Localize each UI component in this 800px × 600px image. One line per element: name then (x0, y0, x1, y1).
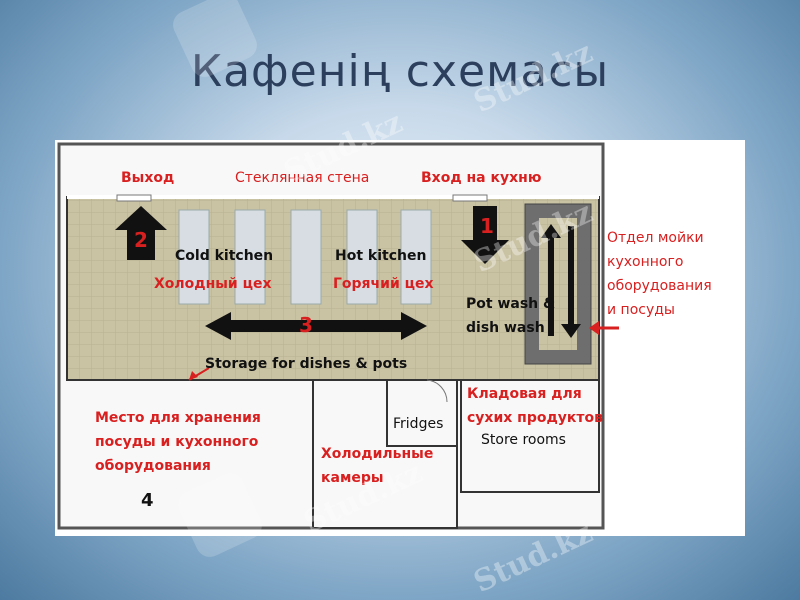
exit-arrow (115, 206, 167, 260)
marker-3: 3 (299, 313, 313, 337)
cold-station-1 (178, 209, 210, 305)
cold-chambers-label-2: камеры (321, 470, 384, 486)
hot-kitchen-en-label: Hot kitchen (335, 248, 427, 264)
cold-station-2 (234, 209, 266, 305)
marker-4: 4 (141, 490, 154, 511)
pot-wash-label-2: dish wash (466, 320, 545, 336)
entrance-door (452, 194, 488, 202)
storage-en-label: Storage for dishes & pots (205, 356, 408, 372)
dry-storage-label-2: сухих продуктов (467, 410, 604, 426)
floor-plan: Выход Стеклянная стена Вход на кухню 2 1… (55, 140, 745, 536)
exit-label: Выход (121, 170, 175, 186)
floor-plan-drawing (57, 142, 619, 530)
marker-2: 2 (134, 228, 148, 252)
marker-1: 1 (480, 214, 494, 238)
center-station (290, 209, 322, 305)
dry-storage-label-1: Кладовая для (467, 386, 582, 402)
cold-kitchen-en-label: Cold kitchen (175, 248, 274, 264)
store-rooms-label: Store rooms (481, 432, 566, 448)
cold-chambers-label-1: Холодильные (321, 446, 434, 462)
storage-ru-label-2: посуды и кухонного (95, 434, 259, 450)
hot-station-2 (400, 209, 432, 305)
wash-dept-label-2: кухонного (607, 254, 684, 270)
pot-wash-label-1: Pot wash & (466, 296, 556, 312)
store-rooms (460, 379, 600, 493)
entrance-arrow (461, 206, 509, 264)
hot-station-1 (346, 209, 378, 305)
slide-title: Кафенің схемасы (190, 46, 610, 97)
fridges-label: Fridges (393, 416, 444, 432)
fridges-room (386, 379, 458, 447)
store-door (426, 379, 448, 403)
glass-wall-label: Стеклянная стена (235, 170, 370, 186)
storage-ru-label-3: оборудования (95, 458, 211, 474)
wash-dept-label-4: и посуды (607, 302, 675, 318)
kitchen-entrance-label: Вход на кухню (421, 170, 542, 186)
wash-dept-label-3: оборудования (607, 278, 712, 294)
storage-ru-label-1: Место для хранения (95, 410, 261, 426)
wash-dept-label-1: Отдел мойки (607, 230, 704, 246)
storage-double-arrow (205, 312, 427, 340)
hot-kitchen-ru-label: Горячий цех (333, 276, 434, 292)
cold-kitchen-ru-label: Холодный цех (154, 276, 272, 292)
exit-door (116, 194, 152, 202)
